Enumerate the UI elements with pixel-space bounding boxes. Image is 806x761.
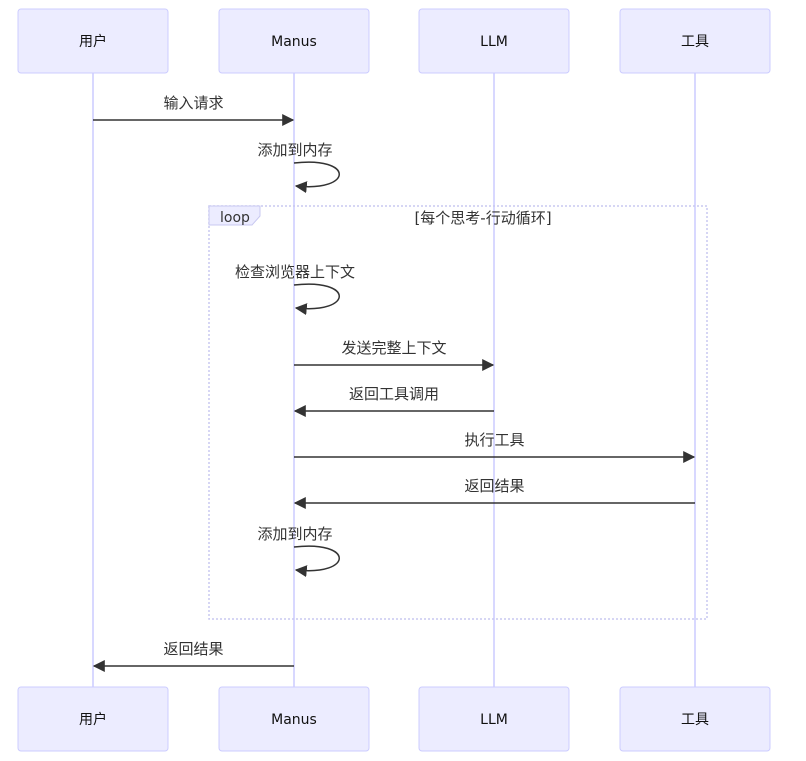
message-label: 执行工具 [464, 431, 524, 449]
message-label: 返回工具调用 [349, 385, 439, 403]
participant-label: LLM [480, 34, 508, 50]
participant-label: 工具 [681, 34, 709, 50]
message-label: 返回结果 [163, 640, 223, 658]
participant-label: Manus [271, 712, 317, 728]
participant-top-0: 用户 [17, 8, 169, 74]
loop-tab [208, 205, 261, 226]
participant-bottom-0: 用户 [17, 686, 169, 752]
participant-box [17, 8, 169, 74]
participant-label: LLM [480, 712, 508, 728]
participant-top-3: 工具 [619, 8, 771, 74]
message-2: 检查浏览器上下文 [235, 263, 355, 316]
loop-frame: loop [每个思考-行动循环] [208, 205, 708, 620]
participant-box [218, 8, 370, 74]
message-0: 输入请求 [93, 94, 295, 126]
participant-top-2: LLM [418, 8, 570, 74]
participant-label: Manus [271, 34, 317, 50]
participant-bottom-3: 工具 [619, 686, 771, 752]
message-label: 检查浏览器上下文 [235, 263, 355, 281]
message-7: 添加到内存 [257, 525, 340, 578]
participant-bottom-2: LLM [418, 686, 570, 752]
loop-label: loop [220, 210, 250, 226]
participant-box [418, 8, 570, 74]
participant-box [619, 686, 771, 752]
message-4: 返回工具调用 [293, 385, 494, 417]
message-3: 发送完整上下文 [294, 339, 495, 371]
message-label: 发送完整上下文 [341, 339, 446, 357]
message-6: 返回结果 [293, 477, 695, 509]
participant-top-1: Manus [218, 8, 370, 74]
message-label: 返回结果 [464, 477, 524, 495]
participant-label: 工具 [681, 712, 709, 728]
self-message-arrow [293, 545, 340, 578]
participant-bottom-1: Manus [218, 686, 370, 752]
participant-label: 用户 [79, 711, 107, 728]
message-label: 输入请求 [163, 94, 223, 112]
self-message-arrow [293, 161, 340, 194]
message-label: 添加到内存 [257, 141, 332, 159]
participant-box [17, 686, 169, 752]
message-8: 返回结果 [92, 640, 294, 672]
participant-box [218, 686, 370, 752]
loop-border [208, 205, 708, 620]
participant-label: 用户 [79, 33, 107, 50]
message-1: 添加到内存 [257, 141, 340, 194]
participant-box [418, 686, 570, 752]
self-message-arrow [293, 283, 340, 316]
message-5: 执行工具 [294, 431, 696, 463]
message-label: 添加到内存 [257, 525, 332, 543]
participant-box [619, 8, 771, 74]
loop-condition: [每个思考-行动循环] [414, 209, 551, 227]
